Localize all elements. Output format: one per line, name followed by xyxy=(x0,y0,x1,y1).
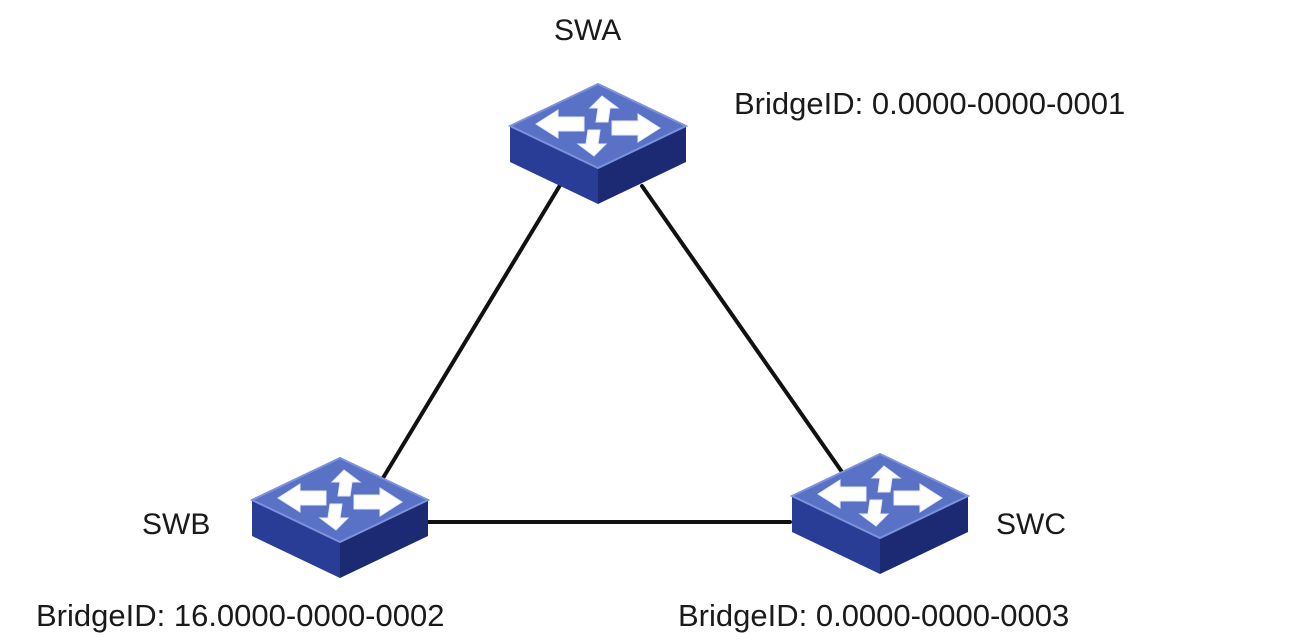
bridge-id-swb: BridgeID: 16.0000-0000-0002 xyxy=(36,598,444,633)
bridge-id-swc: BridgeID: 0.0000-0000-0003 xyxy=(678,598,1069,633)
node-name-swa: SWA xyxy=(554,14,621,47)
network-switch-icon xyxy=(251,457,429,579)
link-swa-swb xyxy=(381,180,564,480)
link-swa-swc xyxy=(640,184,844,474)
network-switch-icon xyxy=(791,453,969,575)
switch-swc xyxy=(791,453,969,575)
switch-swb xyxy=(251,457,429,579)
switch-swa xyxy=(509,83,687,205)
node-name-swc: SWC xyxy=(996,508,1066,541)
bridge-id-swa: BridgeID: 0.0000-0000-0001 xyxy=(734,86,1125,121)
network-switch-icon xyxy=(509,83,687,205)
node-name-swb: SWB xyxy=(142,508,210,541)
